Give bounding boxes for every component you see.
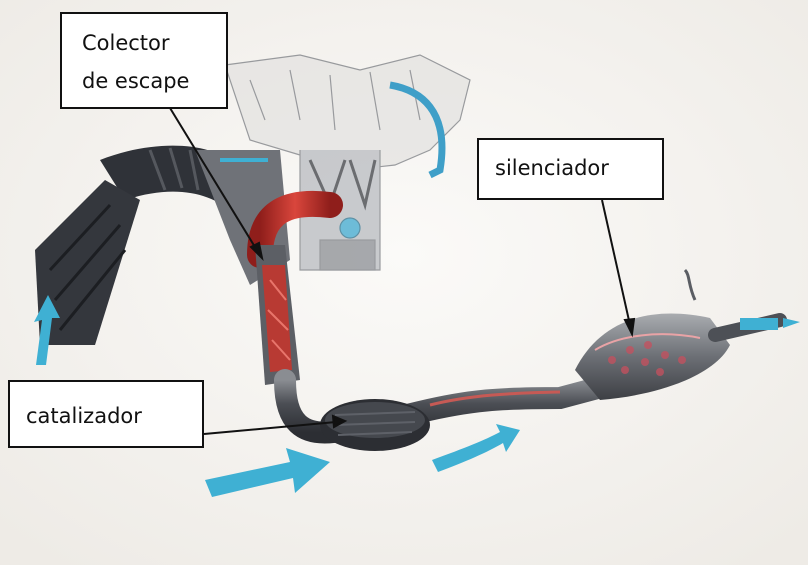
- label-exhaust-manifold-line2: de escape: [82, 62, 226, 100]
- label-exhaust-manifold: Colector de escape: [60, 12, 228, 109]
- label-muffler-text: silenciador: [495, 150, 662, 186]
- label-muffler: silenciador: [477, 138, 664, 200]
- label-exhaust-manifold-line1: Colector: [82, 24, 226, 62]
- label-catalytic-converter-text: catalizador: [26, 398, 202, 434]
- label-catalytic-converter: catalizador: [8, 380, 204, 448]
